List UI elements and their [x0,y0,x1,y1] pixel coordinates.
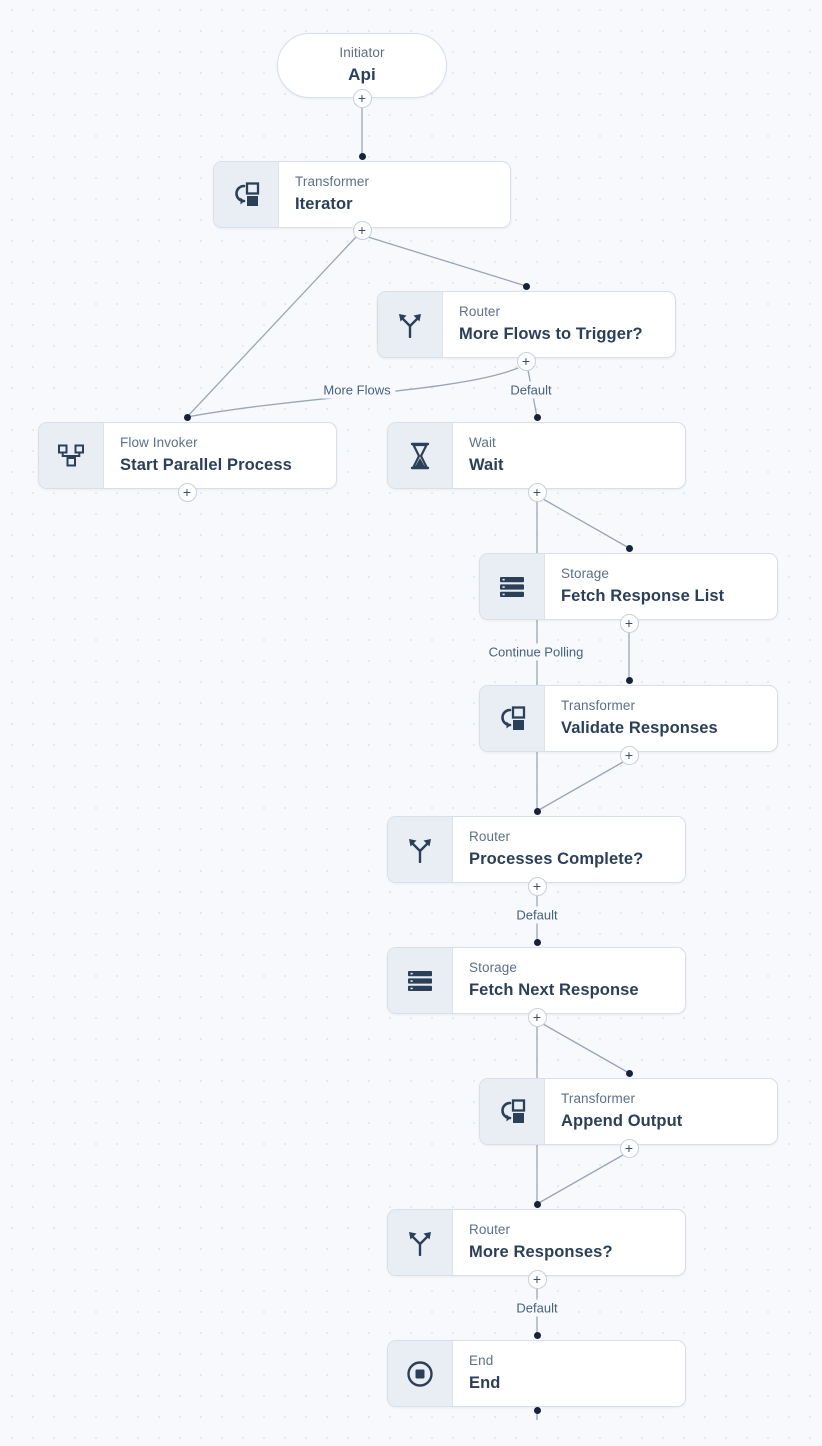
storage-icon [388,948,453,1013]
edge-append-router3 [536,1154,624,1205]
node-wait-name: Wait [469,456,504,475]
node-transformer-append-output[interactable]: Transformer Append Output [479,1078,778,1145]
node-api-type: Initiator [339,44,385,60]
target-handle-router3[interactable] [533,1200,541,1208]
node-append-name: Append Output [561,1112,683,1131]
add-node-button-validate[interactable]: + [619,745,639,765]
add-node-button-storage2[interactable]: + [527,1007,547,1027]
target-handle-storage1[interactable] [625,544,633,552]
edge-label-default-2: Default [511,906,563,924]
edge-label-default-3: Default [511,1299,563,1317]
node-transformer-validate-responses[interactable]: Transformer Validate Responses [479,685,778,752]
target-handle-end[interactable] [533,1331,541,1339]
node-wait-type: Wait [469,434,496,450]
edge-wait-storage1 [542,498,630,549]
node-append-type: Transformer [561,1090,636,1106]
add-node-button-router3[interactable]: + [527,1269,547,1289]
node-end-type: End [469,1352,494,1368]
node-router-more-flows-to-trigger[interactable]: Router More Flows to Trigger? [377,291,676,358]
node-router-more-responses[interactable]: Router More Responses? [387,1209,686,1276]
router-icon [378,292,443,357]
add-node-button-api[interactable]: + [352,88,372,108]
node-api-name: Api [348,65,376,85]
node-storage-fetch-next-response[interactable]: Storage Fetch Next Response [387,947,686,1014]
target-handle-append[interactable] [625,1069,633,1077]
add-node-button-router2[interactable]: + [527,876,547,896]
add-node-button-wait[interactable]: + [527,482,547,502]
flow-invoker-icon [39,423,104,488]
node-storage2-type: Storage [469,959,517,975]
source-handle-end-bottom[interactable] [533,1406,541,1414]
node-flowinv-name: Start Parallel Process [120,456,292,475]
edge-label-more-flows: More Flows [318,381,396,399]
node-end[interactable]: End End [387,1340,686,1407]
end-icon [388,1341,453,1406]
node-iterator[interactable]: Transformer Iterator [213,161,511,228]
target-handle-iterator[interactable] [358,152,366,160]
target-handle-storage2[interactable] [533,938,541,946]
router-icon [388,1210,453,1275]
node-api[interactable]: Initiator Api [277,33,447,98]
target-handle-wait[interactable] [533,413,541,421]
add-node-button-storage1[interactable]: + [619,613,639,633]
edge-iterator-router1 [367,236,527,287]
transformer-icon [480,1079,545,1144]
target-handle-flowinv[interactable] [183,413,191,421]
node-flow-invoker[interactable]: Flow Invoker Start Parallel Process [38,422,337,489]
node-router1-name: More Flows to Trigger? [459,325,643,344]
node-flowinv-type: Flow Invoker [120,434,198,450]
node-wait[interactable]: Wait Wait [387,422,686,489]
node-router3-name: More Responses? [469,1243,613,1262]
target-handle-validate[interactable] [625,676,633,684]
node-router-processes-complete[interactable]: Router Processes Complete? [387,816,686,883]
node-router1-type: Router [459,303,501,319]
edge-label-continue-polling: Continue Polling [483,643,589,661]
node-iterator-type: Transformer [295,173,370,189]
node-storage2-name: Fetch Next Response [469,981,639,1000]
edge-label-default-1: Default [505,381,557,399]
storage-icon [480,554,545,619]
node-router3-type: Router [469,1221,511,1237]
target-handle-router1[interactable] [522,282,530,290]
node-router2-type: Router [469,828,511,844]
node-router2-name: Processes Complete? [469,850,644,869]
add-node-button-router1[interactable]: + [516,351,536,371]
add-node-button-flowinv[interactable]: + [177,482,197,502]
node-validate-name: Validate Responses [561,719,718,738]
node-storage1-name: Fetch Response List [561,587,725,606]
add-node-button-append[interactable]: + [619,1138,639,1158]
edge-storage2-append [542,1023,630,1074]
node-validate-type: Transformer [561,697,636,713]
node-storage-fetch-response-list[interactable]: Storage Fetch Response List [479,553,778,620]
add-node-button-iterator[interactable]: + [352,220,372,240]
node-end-name: End [469,1374,501,1393]
node-storage1-type: Storage [561,565,609,581]
edge-validate-router2 [536,761,624,812]
transformer-icon [214,162,279,227]
transformer-icon [480,686,545,751]
target-handle-router2[interactable] [533,807,541,815]
node-iterator-name: Iterator [295,195,353,214]
router-icon [388,817,453,882]
wait-icon [388,423,453,488]
